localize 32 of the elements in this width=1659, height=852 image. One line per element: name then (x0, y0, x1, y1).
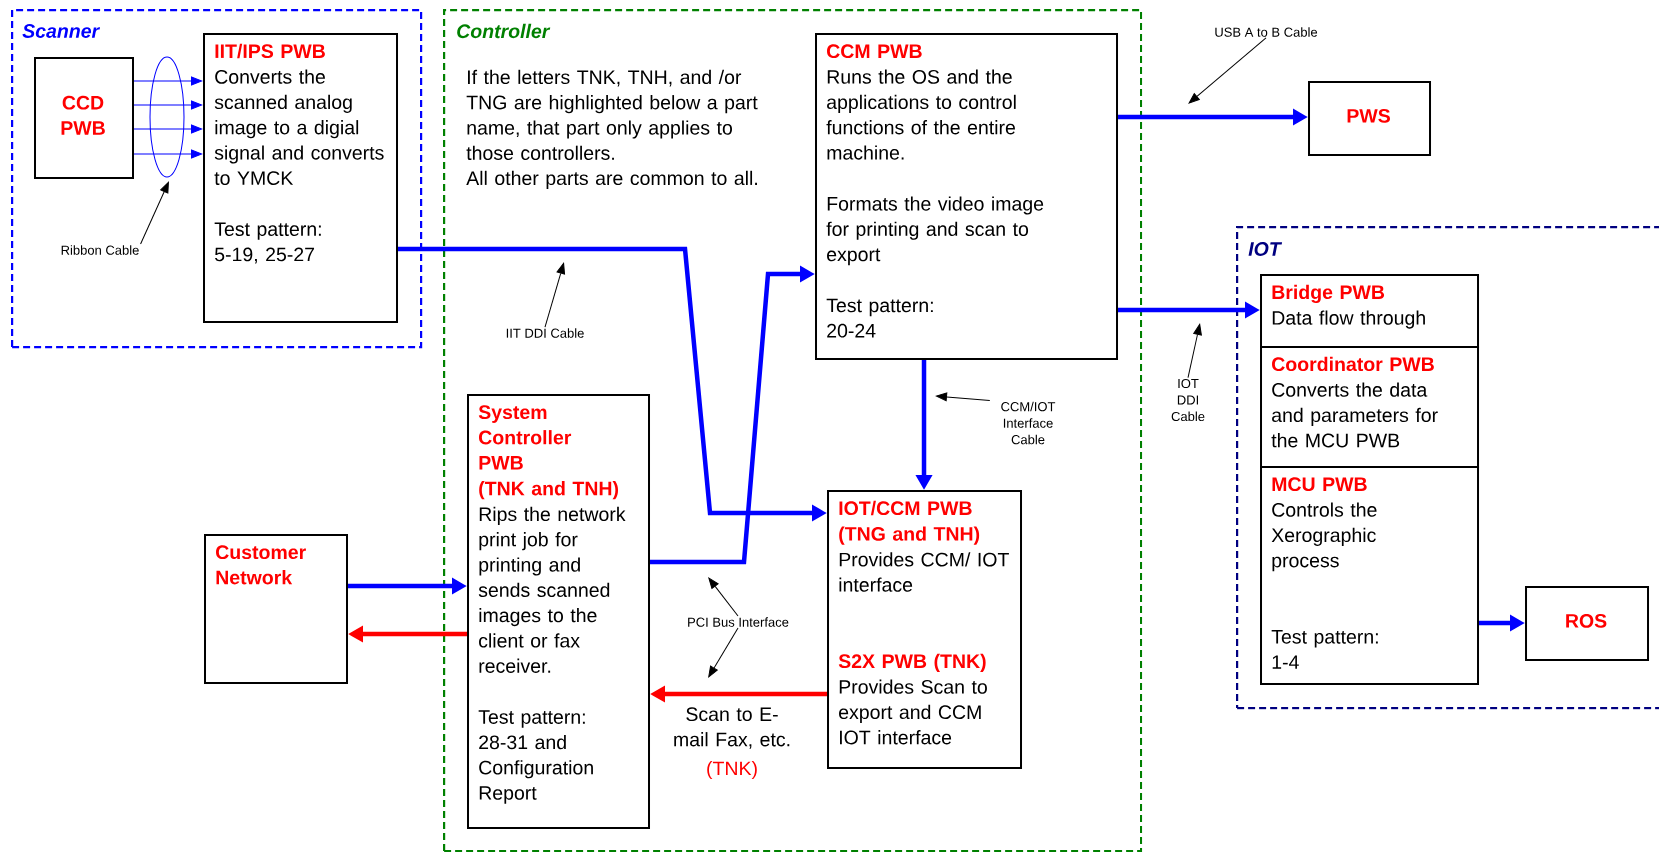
board-box: Coordinator PWB Converts the data and parameters for the MCU PWB (1260, 346, 1479, 468)
signal-arrow (133, 124, 203, 134)
signal-arrow (133, 76, 203, 86)
leader-line (935, 392, 991, 402)
unit-box: ROS (1525, 586, 1649, 661)
board-box: MCU PWB Controls the Xerographic process Test pattern: 1-4 (1260, 466, 1479, 685)
cable-label: IOT DDI Cable (1171, 378, 1205, 422)
cable-label: USB A to B Cable (1215, 27, 1318, 37)
leader-line (544, 262, 566, 328)
board-box: IOT/CCM PWB (TNG and TNH) Provides CCM/ IOT interface S2X PWB (TNK) Provides Scan to export and CCM IOT interface (827, 490, 1022, 769)
cable-label: IIT DDI Cable (506, 328, 584, 338)
note-text: If the letters TNK, TNH, and /or TNG are highlighted below a part name, that part only applies to those controllers. (466, 69, 758, 160)
board-box: CCD PWB (34, 57, 134, 179)
board-box: System Controller PWB (TNK and TNH) Rips the network print job for printing and sends scanned images to the client or fax receiver. Test pattern: 28-31 and Configuration Report (467, 394, 650, 829)
note-text: All other parts are common to all. (466, 170, 757, 189)
board-box: Bridge PWB Data flow through (1260, 274, 1479, 348)
cable-label: PCI Bus Interface (688, 617, 789, 627)
signal-arrow (133, 100, 203, 110)
edge-label: Scan to E-mail Fax, etc. (668, 706, 796, 750)
cable-label: Ribbon Cable (61, 245, 139, 255)
leader-line (1188, 37, 1267, 104)
board-box: IIT/IPS PWB Converts the scanned analog image to a digial signal and converts to YMCK Test pattern: 5-19, 25-27 (203, 33, 398, 323)
leader-line (708, 577, 739, 617)
workstation-box: PWS (1308, 81, 1431, 156)
leader-line (708, 627, 739, 678)
leader-line (1187, 323, 1202, 379)
signal-arrow (133, 149, 203, 159)
network-box: Customer Network (204, 534, 348, 684)
tag-text: (TNK) (707, 760, 757, 780)
cable-label: CCM/IOT Interface Cable (1001, 401, 1056, 445)
board-box: CCM PWB Runs the OS and the applications to control functions of the entire machine. Formats the video image for printing and scan to export Test pattern: 20-24 (815, 33, 1118, 360)
leader-line (140, 181, 169, 245)
